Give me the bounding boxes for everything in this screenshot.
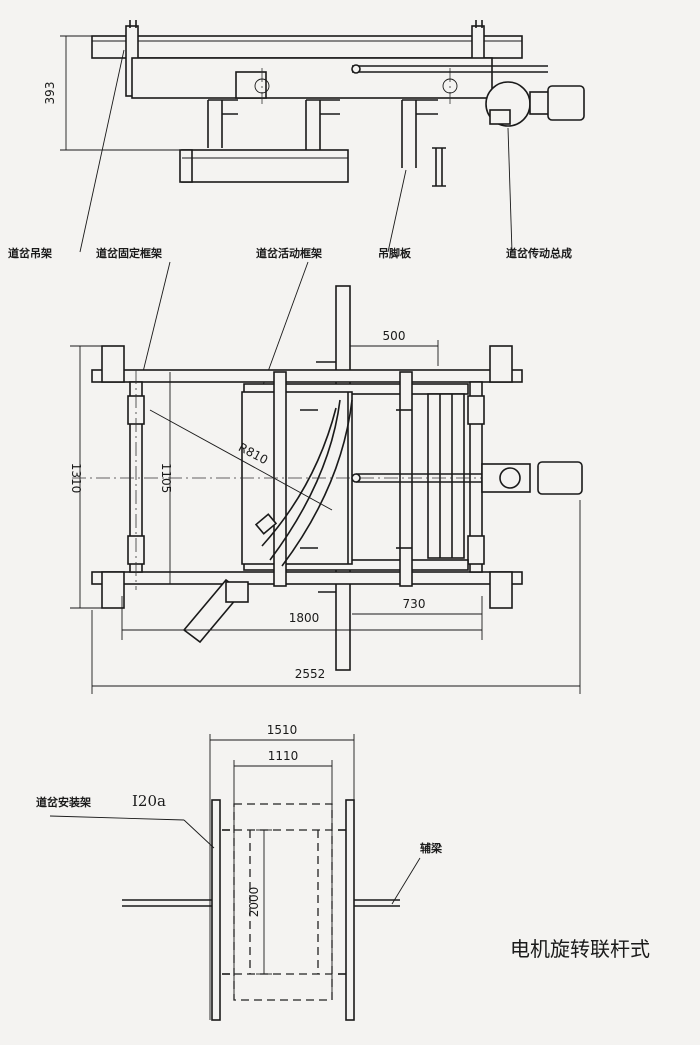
top-beam: [91, 35, 523, 59]
top-crossbeam: [91, 369, 523, 383]
bottom-crossbeam: [91, 571, 523, 585]
i-beam-left: [211, 799, 221, 1021]
label-beam-spec: I20a: [132, 792, 166, 810]
dim-1310: 1310: [69, 463, 83, 494]
label-switch-hanger: 道岔吊架: [8, 246, 52, 260]
label-movable-frame: 道岔活动框架: [256, 246, 322, 260]
dim-2552: 2552: [295, 667, 326, 681]
dim-730: 730: [403, 597, 426, 611]
mounting-view: 1510 1110 2000 道岔安装架 I20a: [36, 723, 443, 1021]
dim-393: 393: [43, 82, 57, 105]
i-beam-right: [345, 799, 355, 1021]
dim-1105: 1105: [159, 463, 173, 494]
dim-2000: 2000: [247, 887, 261, 918]
plan-view: R810 500 1310 1105: [69, 285, 583, 694]
fixed-frame-elev: [131, 57, 493, 99]
drive-motor-plan: [537, 461, 583, 495]
label-drive-assembly: 道岔传动总成: [506, 246, 572, 260]
drawing-caption: 电机旋转联杆式: [510, 937, 650, 961]
elevation-view: 393: [43, 20, 585, 253]
drive-motor-elev: [547, 85, 585, 121]
dim-1110: 1110: [268, 749, 299, 763]
label-mounting-frame: 道岔安装架: [36, 795, 91, 809]
label-aux-beam: 辅梁: [420, 841, 443, 855]
dim-500: 500: [383, 329, 406, 343]
label-hanging-plate: 吊脚板: [378, 246, 412, 260]
movable-frame-elev: [181, 149, 349, 183]
label-fixed-frame: 道岔固定框架: [96, 246, 162, 260]
dim-1510: 1510: [267, 723, 298, 737]
dim-1800: 1800: [289, 611, 320, 625]
